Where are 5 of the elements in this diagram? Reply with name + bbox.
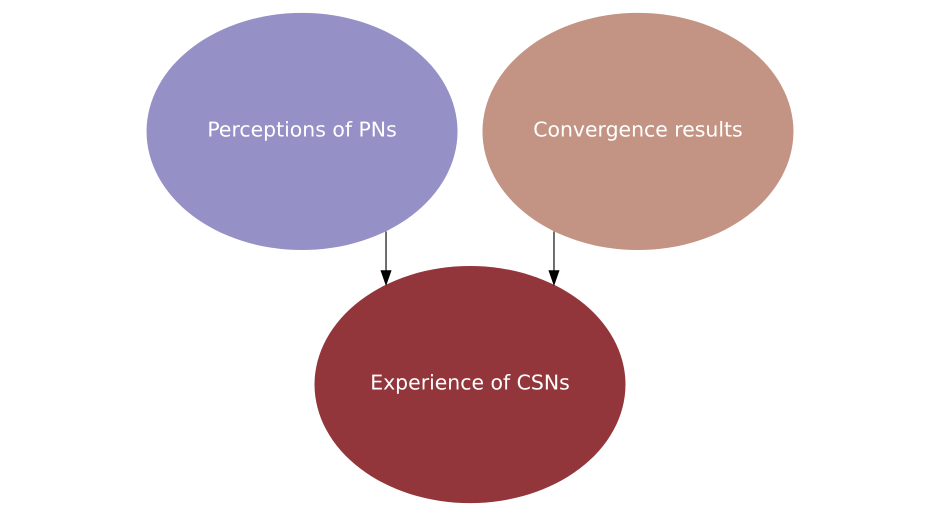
node-ellipse: Perceptions of PNs [146,12,458,250]
node-ellipse: Convergence results [482,12,794,250]
node-ellipse: Experience of CSNs [314,266,626,504]
arrow [380,232,392,286]
arrow [548,232,560,286]
